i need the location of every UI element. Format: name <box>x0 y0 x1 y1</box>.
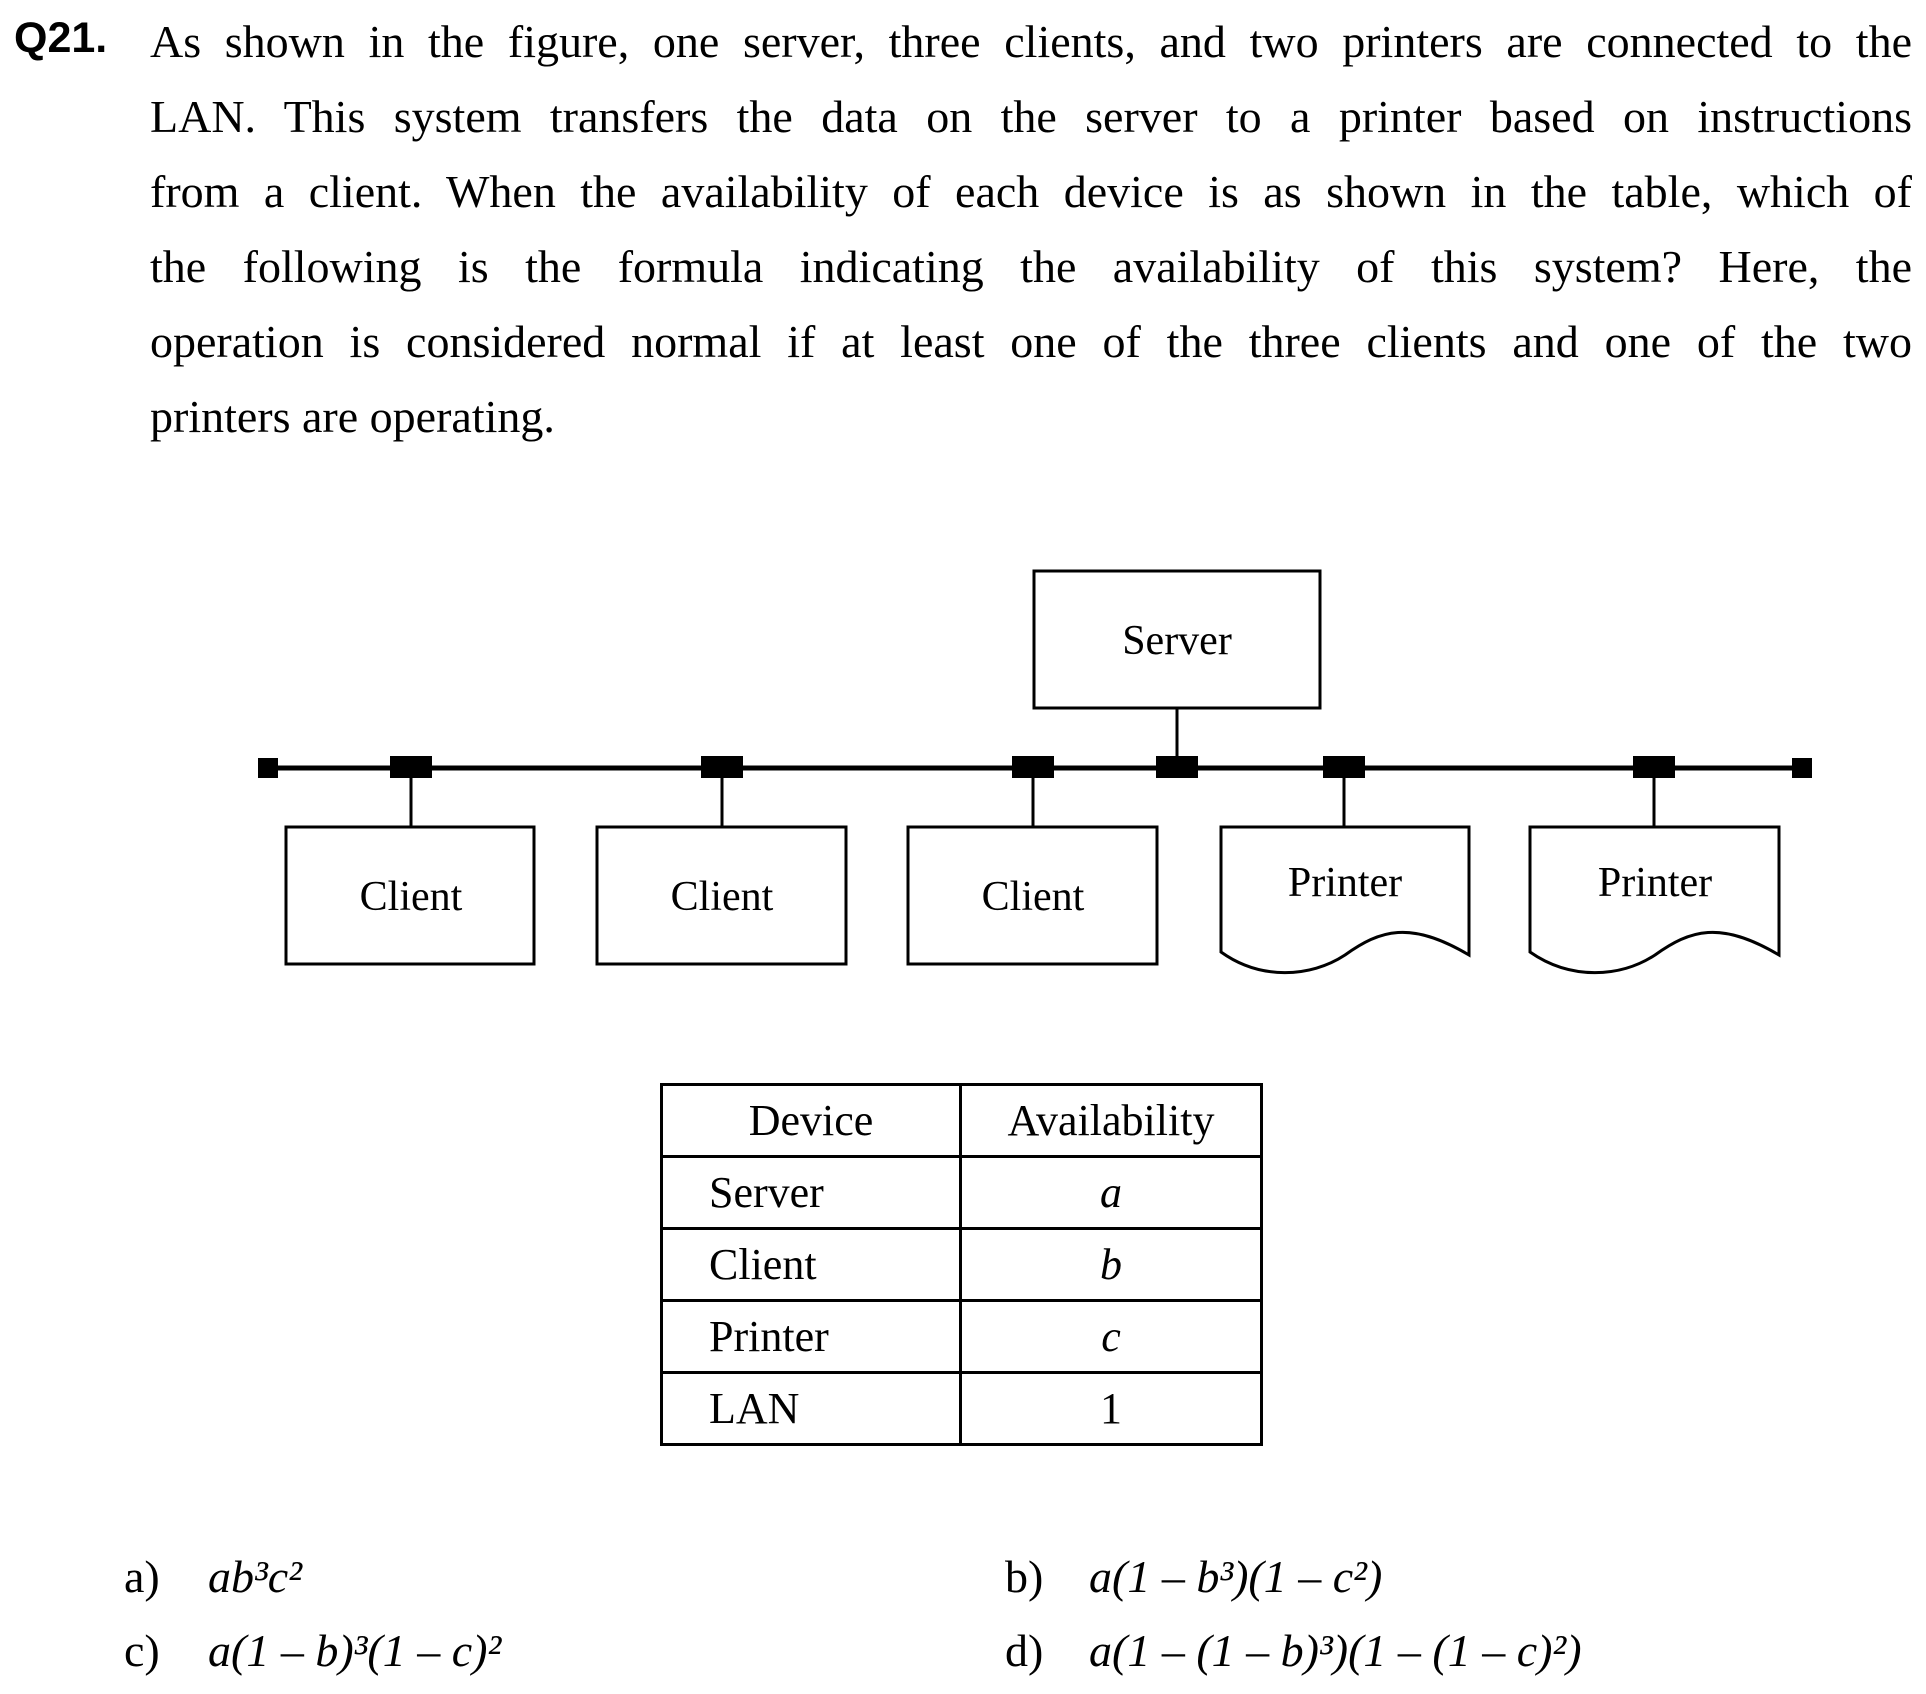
client-label: Client <box>360 874 463 920</box>
question-line: from a client. When the availability of … <box>150 166 1912 217</box>
table-cell-device: Printer <box>660 1299 962 1374</box>
question-line: operation is considered normal if at lea… <box>150 316 1912 367</box>
table-cell-availability: a <box>959 1155 1263 1230</box>
answer-option-b[interactable]: b) a(1 – b³)(1 – c²) <box>1005 1550 1382 1603</box>
client-port <box>390 756 432 778</box>
table-cell-device: Server <box>660 1155 962 1230</box>
printer-shape <box>1219 825 1471 975</box>
option-label: a) <box>124 1551 160 1602</box>
answer-option-d[interactable]: d) a(1 – (1 – b)³)(1 – (1 – c)²) <box>1005 1624 1582 1677</box>
option-formula: a(1 – b)³(1 – c)² <box>208 1625 502 1676</box>
printer-label: Printer <box>1288 860 1402 906</box>
printer-port <box>1633 756 1675 778</box>
server-port <box>1156 756 1198 778</box>
table-header: Device <box>660 1083 962 1158</box>
table-header-row: Device Availability <box>660 1083 1263 1158</box>
server-label: Server <box>1122 618 1232 664</box>
question-line: printers are operating. <box>150 391 555 442</box>
availability-table: Device Availability Server a Client b Pr… <box>660 1083 1263 1446</box>
bus-terminator-right <box>1792 758 1812 778</box>
answer-option-a[interactable]: a) ab³c² <box>124 1550 302 1603</box>
table-cell-availability: b <box>959 1227 1263 1302</box>
option-label: d) <box>1005 1625 1044 1676</box>
answer-option-c[interactable]: c) a(1 – b)³(1 – c)² <box>124 1624 501 1677</box>
printer-port <box>1323 756 1365 778</box>
table-header: Availability <box>959 1083 1263 1158</box>
question-line: the following is the formula indicating … <box>150 241 1912 292</box>
question-line: LAN. This system transfers the data on t… <box>150 91 1912 142</box>
option-label: c) <box>124 1625 160 1676</box>
table-row: LAN 1 <box>660 1371 1263 1446</box>
client-label: Client <box>671 874 774 920</box>
client-box <box>595 825 848 966</box>
client-port <box>701 756 743 778</box>
option-formula: a(1 – b³)(1 – c²) <box>1089 1551 1383 1602</box>
server-box <box>1032 569 1322 710</box>
table-cell-device: Client <box>660 1227 962 1302</box>
client-box <box>284 825 536 966</box>
table-cell-device: LAN <box>660 1371 962 1446</box>
bus-terminator-left <box>258 758 278 778</box>
option-formula: a(1 – (1 – b)³)(1 – (1 – c)²) <box>1089 1625 1582 1676</box>
table-row: Server a <box>660 1155 1263 1230</box>
table-cell-availability: c <box>959 1299 1263 1374</box>
client-port <box>1012 756 1054 778</box>
client-box <box>906 825 1159 966</box>
question-line: As shown in the figure, one server, thre… <box>150 16 1912 67</box>
printer-label: Printer <box>1598 860 1712 906</box>
question-text: As shown in the figure, one server, thre… <box>150 4 1912 454</box>
table-cell-availability: 1 <box>959 1371 1263 1446</box>
table-row: Printer c <box>660 1299 1263 1374</box>
question-number: Q21. <box>14 14 108 62</box>
table-row: Client b <box>660 1227 1263 1302</box>
option-formula: ab³c² <box>208 1551 302 1602</box>
option-label: b) <box>1005 1551 1044 1602</box>
printer-shape <box>1528 825 1781 975</box>
client-label: Client <box>982 874 1085 920</box>
